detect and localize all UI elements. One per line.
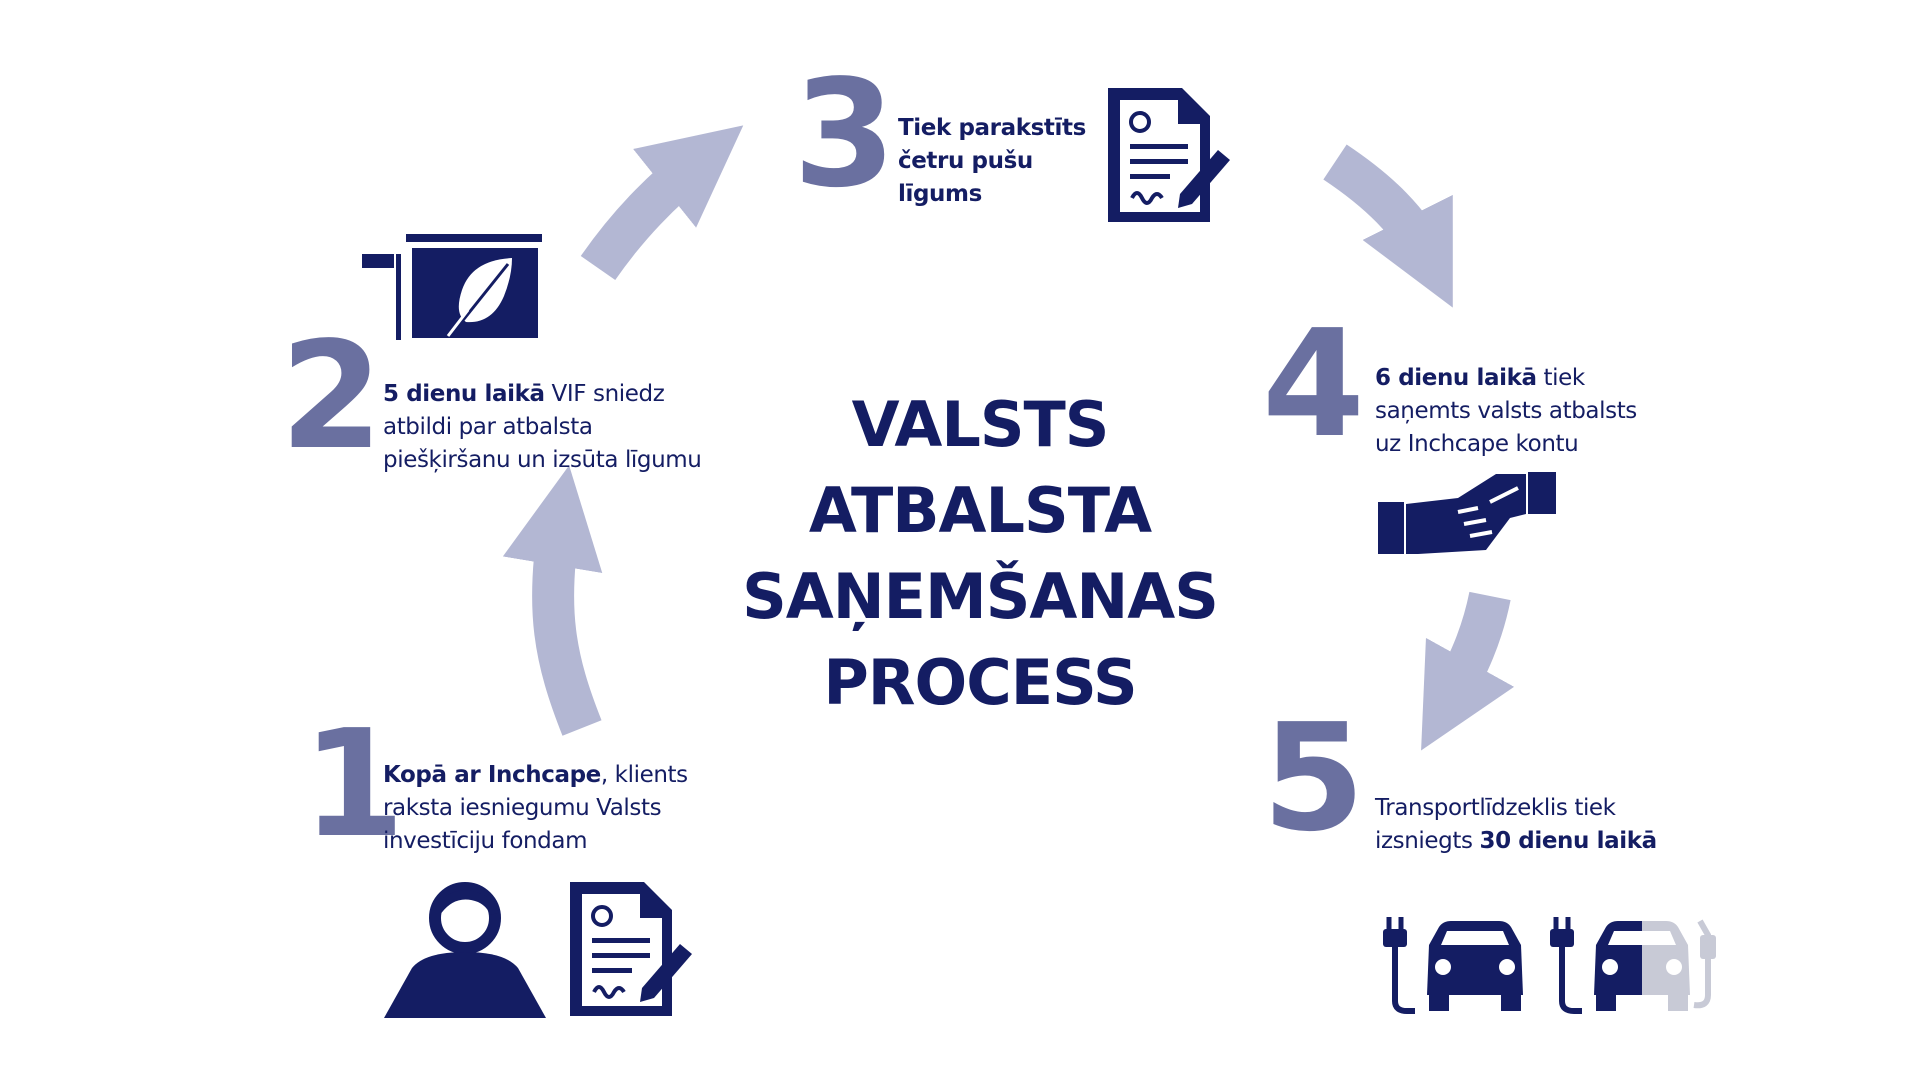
step-4-line3: uz Inchcape kontu [1375, 431, 1579, 457]
step-4-text-rest: tiek [1536, 365, 1586, 391]
step-1-bold: Kopā ar Inchcape [383, 762, 601, 788]
fund-sign-leaf-icon [362, 234, 542, 340]
step-3-line1: Tiek parakstīts [898, 115, 1086, 141]
electric-car-icon [1383, 917, 1523, 1014]
title-line: SAŅEMŠANAS [742, 560, 1219, 633]
step-3-line3: līgums [898, 181, 982, 207]
step-1-line3: investīciju fondam [383, 828, 588, 854]
step-4-text: 6 dienu laikā tiek saņemts valsts atbals… [1375, 362, 1637, 461]
step-4-number: 4 [1262, 298, 1365, 470]
step-3-number: 3 [793, 48, 896, 220]
step-2-number: 2 [280, 310, 383, 482]
title-line: VALSTS [851, 388, 1110, 461]
step-5-number: 5 [1262, 692, 1365, 864]
step-3-line2: četru pušu [898, 148, 1033, 174]
step-1-text: Kopā ar Inchcape, klients raksta iesnieg… [383, 759, 688, 858]
step-4-bold: 6 dienu laikā [1375, 365, 1537, 391]
step-2-line3: piešķiršanu un izsūta līgumu [383, 447, 702, 473]
handshake-icon [1378, 472, 1556, 554]
person-icon [384, 882, 546, 1018]
arrow-1-to-2 [502, 465, 603, 736]
step-5-line2-plain: izsniegts [1375, 828, 1480, 854]
step-1-number: 1 [302, 698, 405, 870]
document-sign-icon [570, 882, 692, 1016]
title-line: PROCESS [823, 646, 1137, 719]
arrow-4-to-5 [1421, 591, 1515, 751]
step-2-bold: 5 dienu laikā [383, 381, 545, 407]
step-4-line2: saņemts valsts atbalsts [1375, 398, 1637, 424]
step-1-line2: raksta iesniegumu Valsts [383, 795, 662, 821]
hybrid-car-icon [1550, 917, 1716, 1014]
step-2-line2: atbildi par atbalsta [383, 414, 593, 440]
step-2-text-rest: VIF sniedz [544, 381, 665, 407]
step-3-text: Tiek parakstīts četru pušu līgums [898, 112, 1086, 211]
step-1-text-rest: , klients [600, 762, 688, 788]
arrow-2-to-3 [580, 125, 744, 281]
step-5-bold: 30 dienu laikā [1479, 828, 1657, 854]
step-5-text: Transportlīdzeklis tiek izsniegts 30 die… [1375, 792, 1657, 858]
title-line: ATBALSTA [808, 474, 1152, 547]
step-5-line1: Transportlīdzeklis tiek [1375, 795, 1616, 821]
step-2-text: 5 dienu laikā VIF sniedz atbildi par atb… [383, 378, 702, 477]
arrow-3-to-4 [1323, 144, 1453, 308]
diagram-title: VALSTS ATBALSTA SAŅEMŠANAS PROCESS [700, 382, 1260, 726]
document-sign-icon [1108, 88, 1230, 222]
